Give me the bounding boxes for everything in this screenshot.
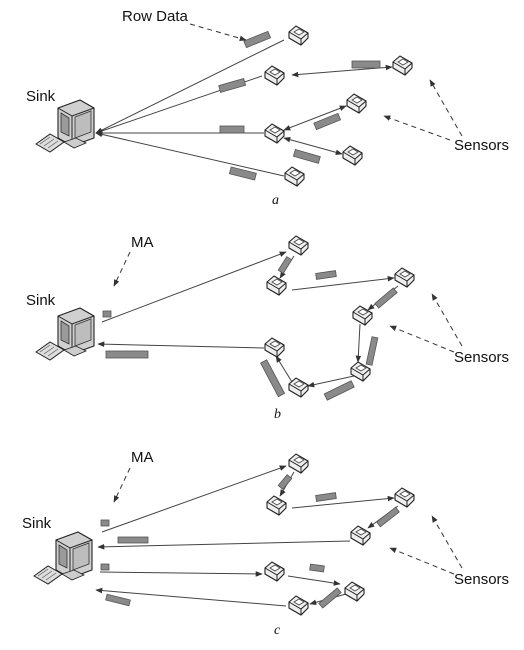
data-packet-icon [351, 60, 381, 69]
data-packet-icon [117, 536, 149, 544]
caption-c: c [274, 623, 281, 638]
data-packet-icon [105, 593, 131, 607]
sink-computer-icon-c [33, 531, 93, 585]
data-packet-icon [292, 149, 321, 164]
arrow [291, 275, 395, 291]
sensor-node-icon [346, 93, 367, 114]
sensor-node-icon [264, 65, 285, 86]
arrow [101, 251, 287, 323]
data-packet-icon [376, 506, 400, 528]
sink-label-c: Sink [22, 515, 52, 532]
arrow [95, 39, 285, 134]
sensor-node-icon [264, 123, 285, 144]
pointer [429, 79, 463, 137]
sensor-node-icon [288, 235, 309, 256]
pointer [113, 251, 131, 287]
sink-label-a: Sink [26, 88, 56, 105]
arrow [355, 323, 362, 363]
pointer [431, 515, 463, 569]
ma-label-b: MA [131, 234, 154, 251]
data-packet-icon [365, 336, 379, 366]
sensor-node-icon [344, 581, 365, 602]
data-packet-icon [313, 112, 342, 131]
sensors-label-a: Sensors [454, 137, 509, 154]
ma-label-c: MA [131, 449, 154, 466]
sensor-node-icon [350, 525, 371, 546]
caption-b: b [274, 407, 281, 422]
data-packet-icon [323, 380, 355, 401]
sensor-node-icon [394, 267, 415, 288]
data-packet-icon [315, 492, 337, 502]
arrow [283, 136, 343, 156]
arrow [287, 575, 341, 586]
sensor-node-icon [266, 495, 287, 516]
sensor-node-icon [264, 561, 285, 582]
data-packet-icon [318, 587, 342, 609]
pointer [389, 325, 455, 353]
sensor-node-icon [288, 25, 309, 46]
row-data-label: Row Data [122, 8, 189, 25]
sensor-node-icon [342, 145, 363, 166]
arrow [95, 131, 285, 177]
sensor-node-icon [394, 487, 415, 508]
data-packet-icon [102, 310, 112, 318]
data-packet-icon [100, 563, 110, 571]
sensor-node-icon [288, 595, 309, 616]
sensor-node-icon [288, 453, 309, 474]
data-packet-icon [260, 359, 286, 398]
arrow [283, 105, 347, 131]
data-packet-icon [228, 166, 257, 181]
arrow [97, 341, 265, 349]
sensor-node-icon [392, 55, 413, 76]
arrow [291, 495, 395, 509]
pointer [389, 547, 455, 575]
pointer [189, 23, 247, 41]
data-packet-icon [100, 519, 110, 527]
arrow [97, 540, 351, 550]
data-packet-icon [315, 270, 337, 280]
data-packet-icon [309, 563, 325, 573]
data-packet-icon [277, 474, 293, 490]
sensor-node-icon [350, 361, 371, 382]
data-packet-icon [105, 350, 149, 359]
panel-a: Row Data Sink Sensors a [26, 8, 509, 208]
sensor-node-icon [288, 377, 309, 398]
arrow [275, 355, 293, 383]
data-packet-icon [243, 30, 272, 49]
panel-b: MA Sink Sensors b [26, 234, 509, 422]
data-packet-icon [374, 287, 398, 309]
arrow [95, 587, 287, 607]
sink-label-b: Sink [26, 292, 56, 309]
pointer [383, 115, 451, 141]
arrow [101, 465, 287, 533]
arrow [99, 571, 263, 577]
sensor-node-icon [266, 275, 287, 296]
pointer [431, 293, 463, 347]
data-packet-icon [219, 125, 245, 134]
sink-computer-icon-b [35, 307, 95, 361]
data-packet-icon [218, 78, 247, 93]
sink-computer-icon-a [35, 99, 95, 153]
arrow [307, 375, 355, 388]
caption-a: a [272, 193, 279, 208]
data-packet-icon [277, 256, 293, 274]
pointer [113, 467, 131, 503]
sensor-node-icon [264, 337, 285, 358]
sensors-label-c: Sensors [454, 571, 509, 588]
sensors-label-b: Sensors [454, 349, 509, 366]
sensor-node-icon [284, 166, 305, 187]
panel-c: MA Sink Sensors c [22, 449, 509, 638]
